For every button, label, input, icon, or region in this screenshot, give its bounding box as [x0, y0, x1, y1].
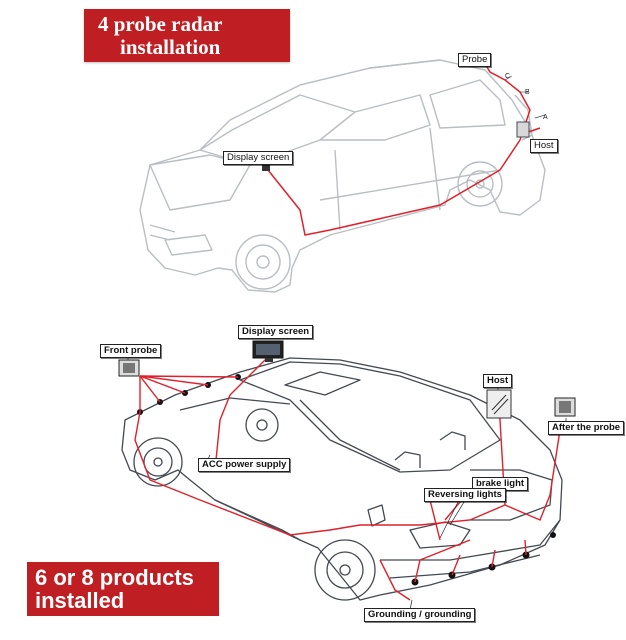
display-screen-device [252, 340, 284, 362]
title-banner-bottom: 6 or 8 products installed [27, 562, 219, 616]
display-screen-label-bottom: Display screen [238, 325, 314, 339]
bottom-wiring [134, 354, 561, 601]
host-label-bottom: Host [483, 374, 513, 388]
after-probe-device [554, 397, 576, 417]
top-host-module [516, 121, 530, 138]
front-probe-device [118, 359, 140, 377]
rear-probe-sensors [411, 532, 556, 586]
bottom-title-line-1: 6 or 8 products [35, 565, 194, 590]
probe-label: Probe [458, 53, 492, 67]
title-banner-top: 4 probe radar installation [84, 9, 290, 62]
top-display-device [262, 163, 270, 171]
reversing-lights-label: Reversing lights [424, 488, 506, 502]
title-line-1: 4 probe radar [98, 12, 223, 36]
acc-power-label: ACC power supply [198, 458, 291, 472]
host-label: Host [530, 139, 558, 153]
sensor-point-c: C [505, 73, 510, 80]
sensor-point-a: A [543, 114, 548, 121]
bottom-title-line-2: installed [35, 588, 125, 613]
grounding-label: Grounding / grounding [364, 608, 476, 622]
after-probe-label: After the probe [548, 421, 625, 435]
title-line-2: installation [120, 35, 221, 59]
sensor-point-b: B [525, 89, 530, 96]
bottom-car-illustration [121, 357, 563, 601]
top-sensor-leaders [483, 62, 546, 119]
top-car-illustration [139, 59, 546, 293]
display-screen-label-top: Display screen [223, 151, 294, 165]
host-device [486, 389, 512, 419]
front-probe-label: Front probe [100, 344, 162, 358]
